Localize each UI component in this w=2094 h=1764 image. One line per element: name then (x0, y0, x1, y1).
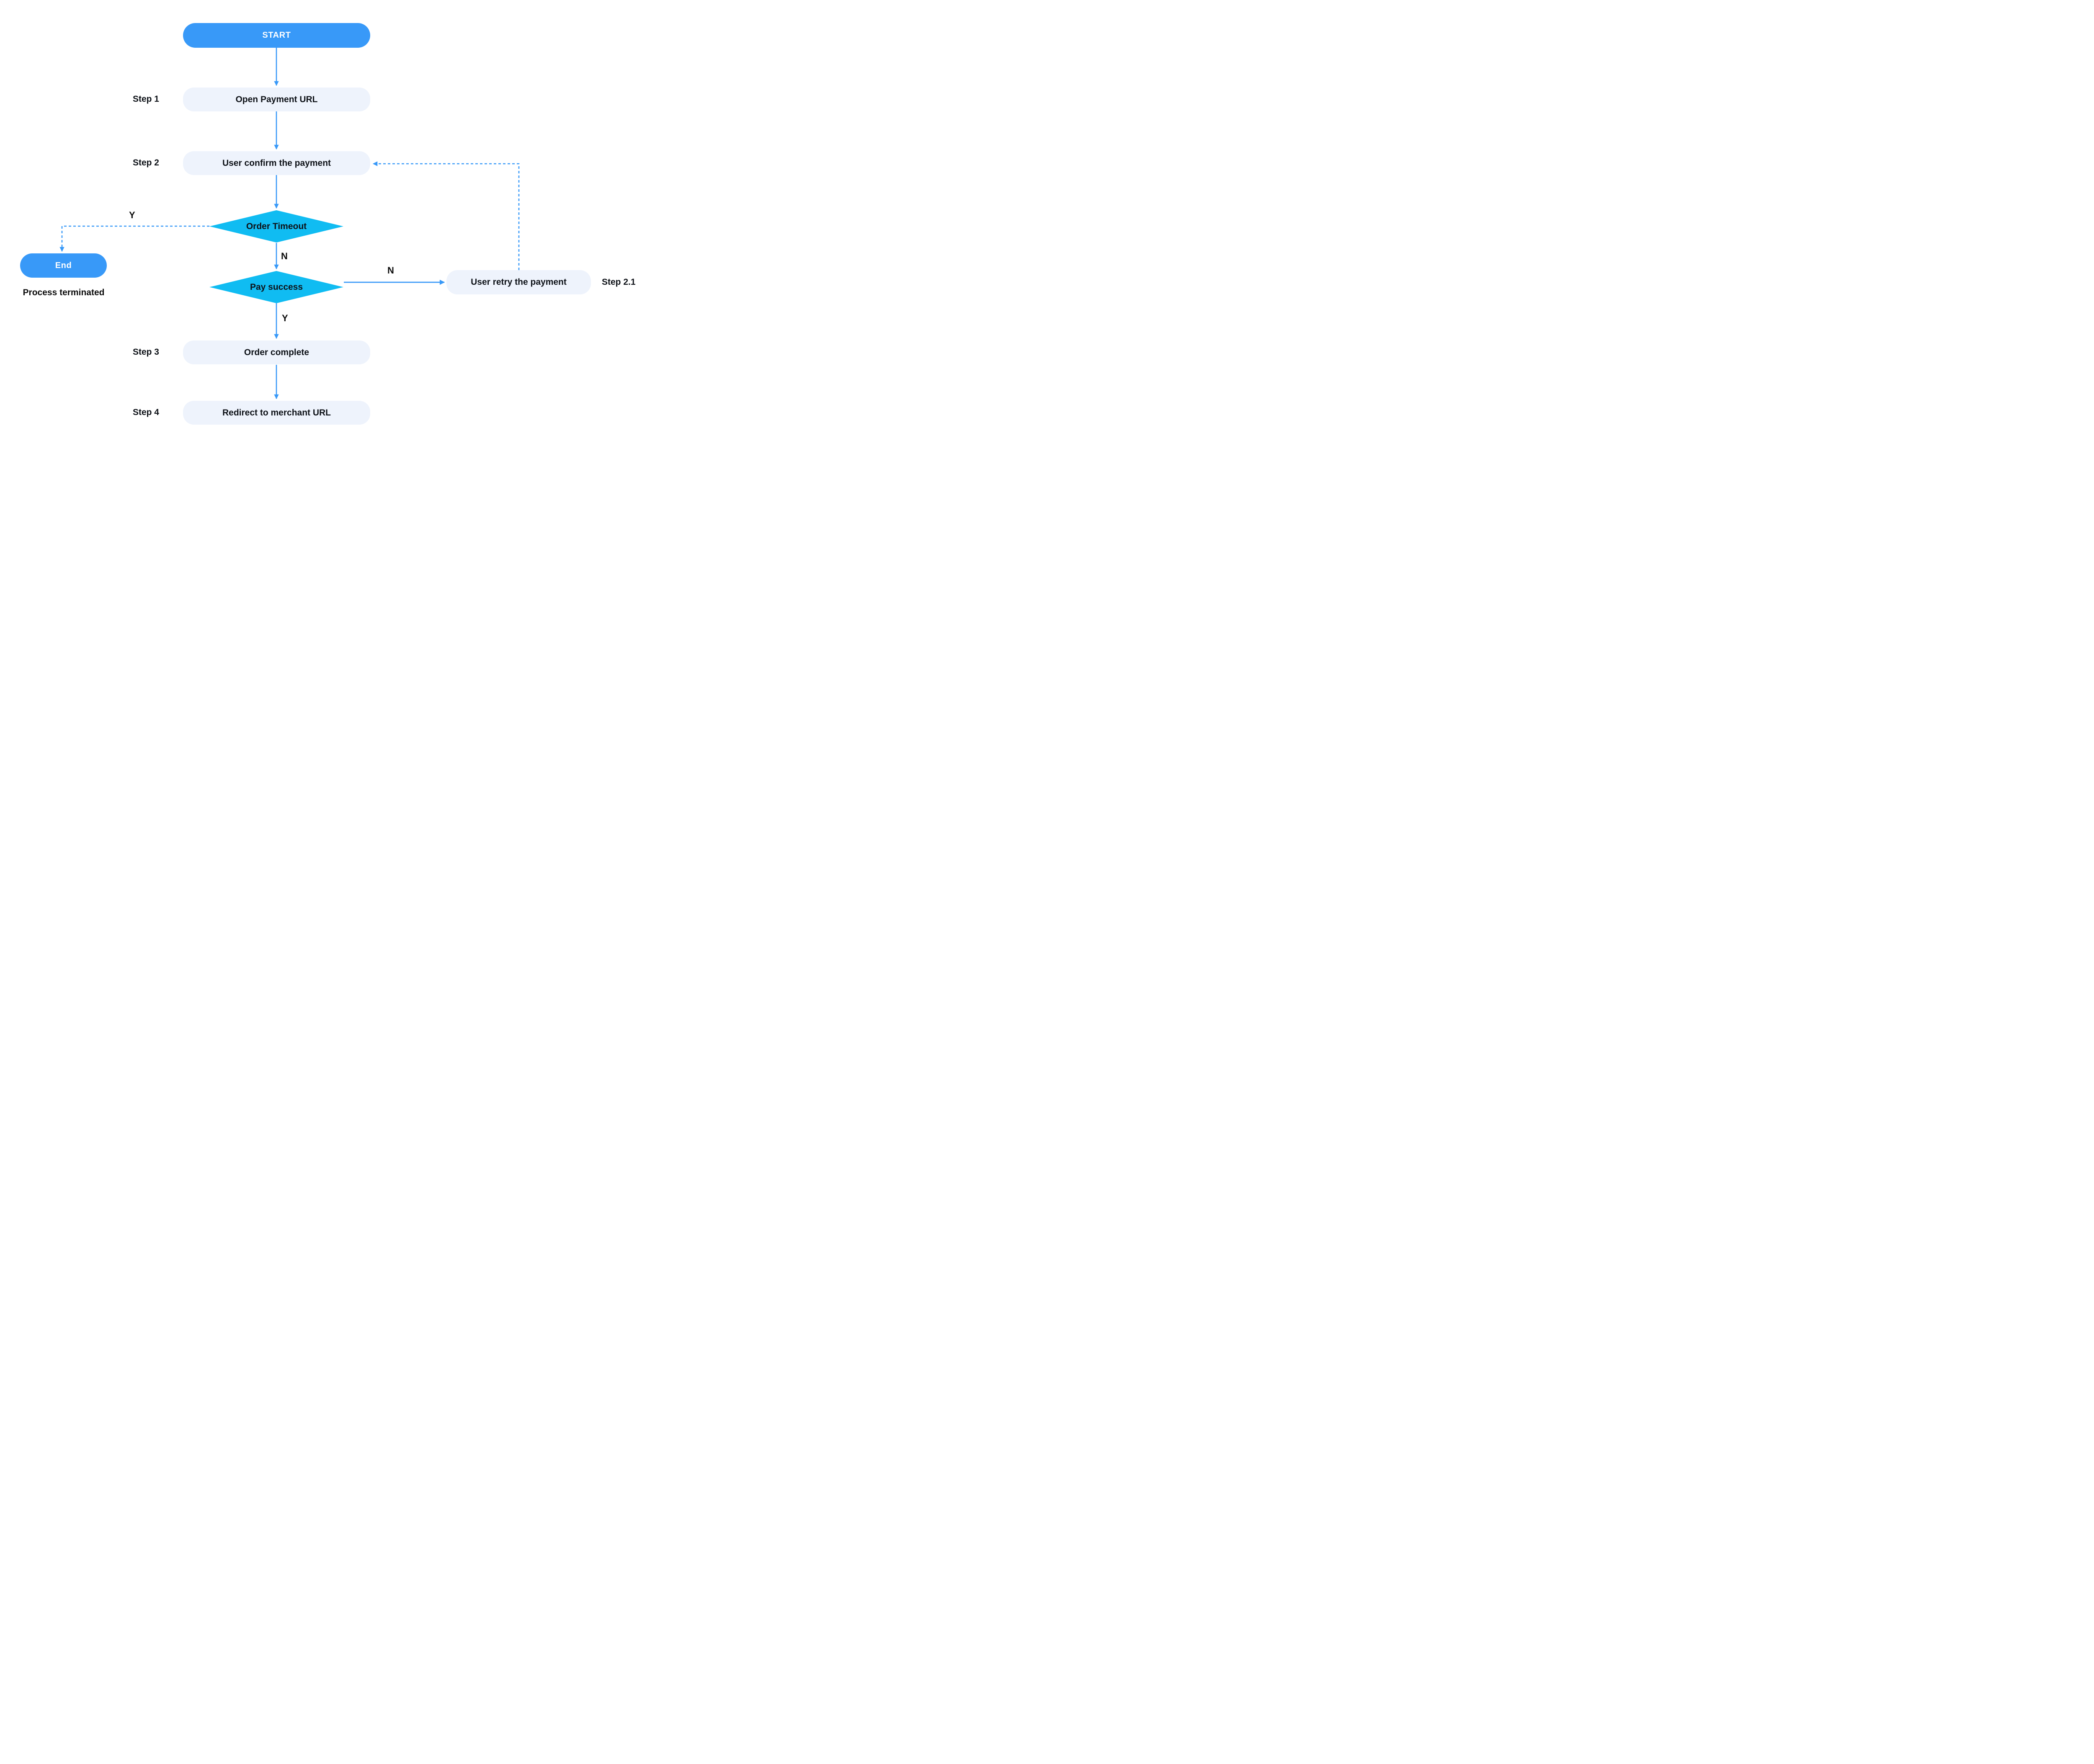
pay-success-yes-label: Y (282, 313, 288, 323)
redirect-merchant-url-node: Redirect to merchant URL (183, 401, 370, 425)
user-retry-payment-label: User retry the payment (471, 277, 567, 287)
pay-success-no-label: N (387, 265, 394, 276)
flowchart-canvas: START Step 1 Open Payment URL Step 2 Use… (0, 0, 649, 441)
step2-tag: Step 2 (132, 158, 159, 168)
step2-1-tag: Step 2.1 (602, 277, 636, 287)
user-confirm-payment-node: User confirm the payment (183, 151, 370, 175)
start-node: START (183, 23, 370, 48)
start-label: START (262, 31, 291, 40)
order-complete-node: Order complete (183, 340, 370, 364)
order-timeout-decision: Order Timeout (209, 210, 343, 242)
open-payment-url-label: Open Payment URL (235, 94, 318, 104)
user-retry-payment-node: User retry the payment (446, 270, 591, 294)
process-terminated-caption: Process terminated (23, 288, 105, 297)
user-confirm-payment-label: User confirm the payment (222, 158, 331, 168)
step3-tag: Step 3 (132, 347, 159, 357)
order-timeout-no-label: N (281, 251, 288, 261)
end-node: End (20, 253, 107, 278)
order-timeout-yes-label: Y (129, 210, 135, 220)
step4-tag: Step 4 (132, 407, 159, 417)
pay-success-label: Pay success (250, 282, 303, 292)
open-payment-url-node: Open Payment URL (183, 88, 370, 111)
end-label: End (55, 260, 72, 270)
order-complete-label: Order complete (244, 347, 309, 357)
pay-success-decision: Pay success (209, 271, 343, 303)
flow-arrows (59, 48, 520, 400)
step1-tag: Step 1 (132, 94, 159, 104)
redirect-merchant-url-label: Redirect to merchant URL (222, 407, 331, 418)
order-timeout-label: Order Timeout (246, 221, 307, 231)
